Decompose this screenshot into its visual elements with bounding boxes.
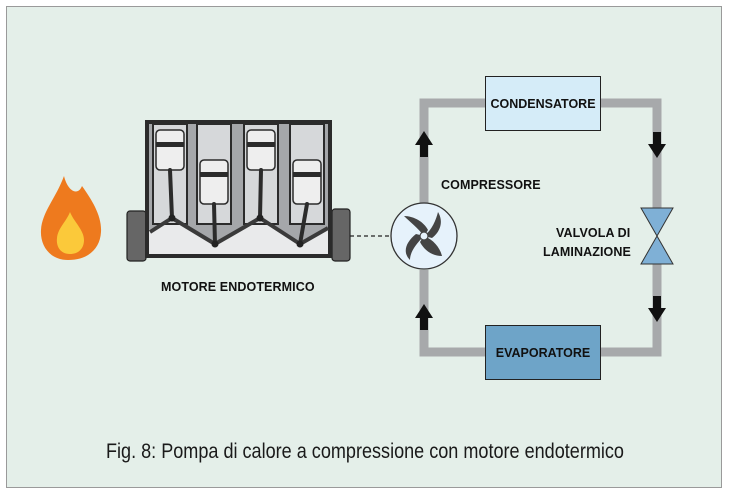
compressore-label: COMPRESSORE	[441, 178, 541, 192]
refrigerant-loop	[419, 98, 662, 357]
evaporatore-box: EVAPORATORE	[485, 325, 601, 380]
flow-arrow-icon	[415, 304, 433, 330]
expansion-valve-icon	[640, 207, 674, 265]
engine-icon	[126, 120, 351, 262]
figure-caption: Fig. 8: Pompa di calore a compressione c…	[106, 440, 624, 463]
condensatore-label: CONDENSATORE	[490, 96, 596, 111]
condensatore-box: CONDENSATORE	[485, 76, 601, 131]
evaporatore-label: EVAPORATORE	[495, 345, 591, 360]
flow-arrow-icon	[415, 131, 433, 157]
valvola-label-line2: LAMINAZIONE	[543, 245, 631, 259]
flow-arrow-icon	[648, 296, 666, 322]
compressor-fan-icon	[390, 202, 458, 270]
diagram-frame	[6, 6, 722, 488]
flow-arrow-icon	[648, 132, 666, 158]
valvola-label-line1: VALVOLA DI	[556, 226, 631, 240]
motore-label: MOTORE ENDOTERMICO	[161, 280, 315, 294]
flame-icon	[40, 176, 102, 260]
flow-arrows	[415, 131, 666, 330]
